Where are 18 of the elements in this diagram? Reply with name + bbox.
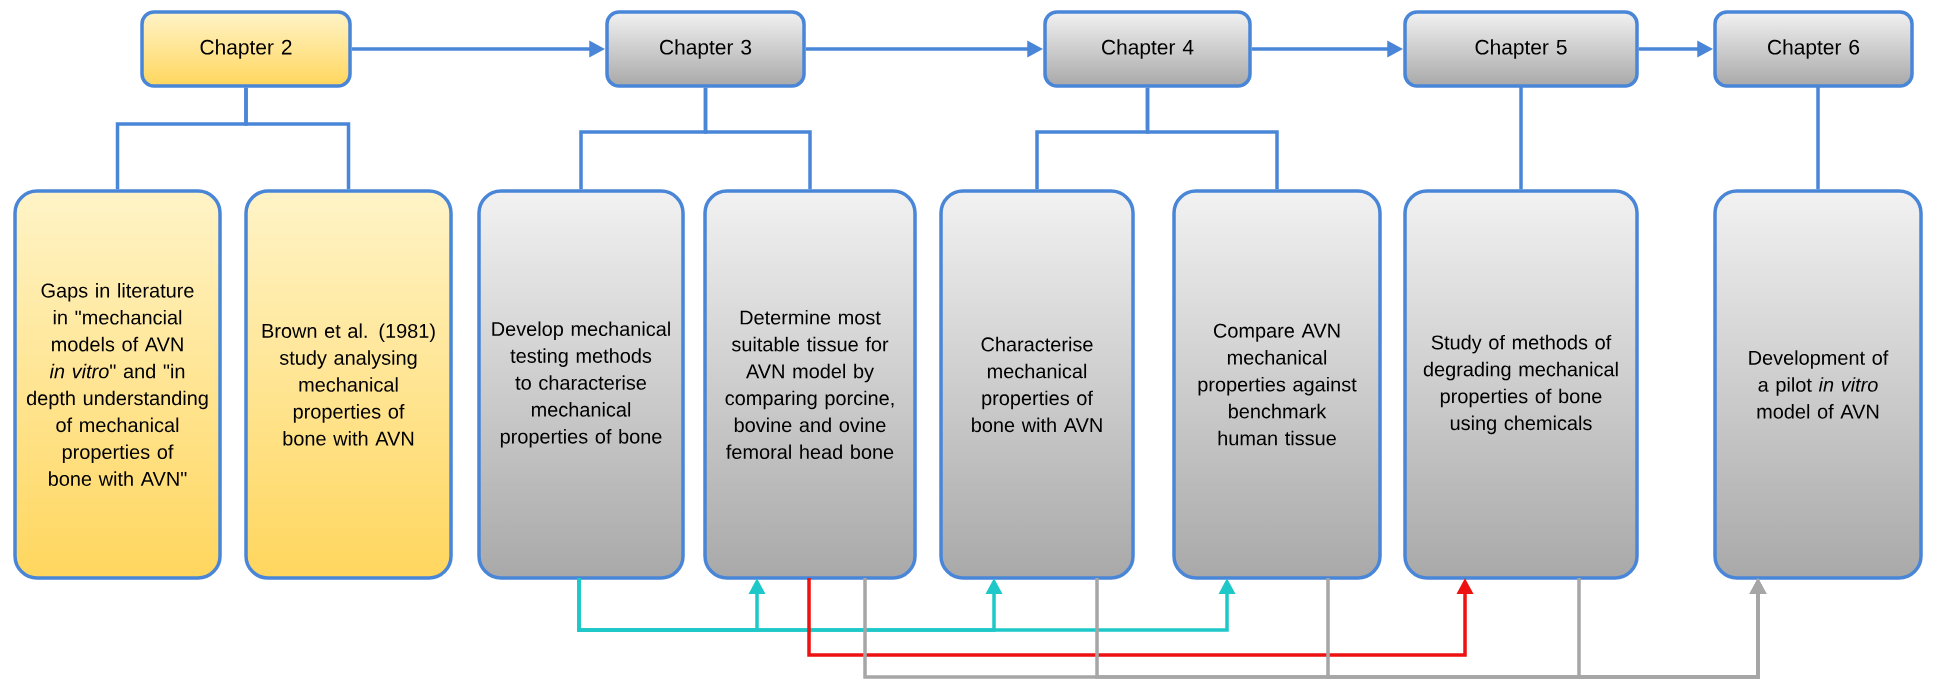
topic-box: Characterise mechanical properties of bone with AVN	[939, 189, 1135, 580]
connector	[703, 87, 812, 190]
topic-box: Gaps in literature in "mechancial models of AVN in vitro" and "in depth understanding of mechanical properties of bone with AVN"	[13, 189, 222, 580]
connector	[1519, 86, 1523, 190]
chapter-box: Chapter 2	[140, 10, 352, 88]
topic-box: Compare AVN mechanical properties against benchmark human tissue	[1172, 189, 1382, 580]
connector	[1816, 86, 1820, 190]
connector	[244, 87, 351, 190]
chapter-box: Chapter 4	[1043, 10, 1252, 88]
chapter-box: Chapter 6	[1713, 10, 1914, 88]
topic-box: Develop mechanical testing methods to characterise mechanical properties of bone	[477, 189, 685, 580]
chapter-box: Chapter 5	[1403, 10, 1639, 88]
connector	[1145, 87, 1279, 190]
topic-box: Development of a pilot in vitro model of AVN	[1713, 189, 1923, 580]
topic-box: Brown et al. (1981) study analysing mechanical properties of bone with AVN	[244, 189, 453, 580]
chapter-box: Chapter 3	[605, 10, 806, 88]
topic-box: Study of methods of degrading mechanical properties of bone using chemicals	[1403, 189, 1639, 580]
topic-box: Determine most suitable tissue for AVN model by comparing porcine, bovine and ovine femoral head bone	[703, 189, 917, 580]
